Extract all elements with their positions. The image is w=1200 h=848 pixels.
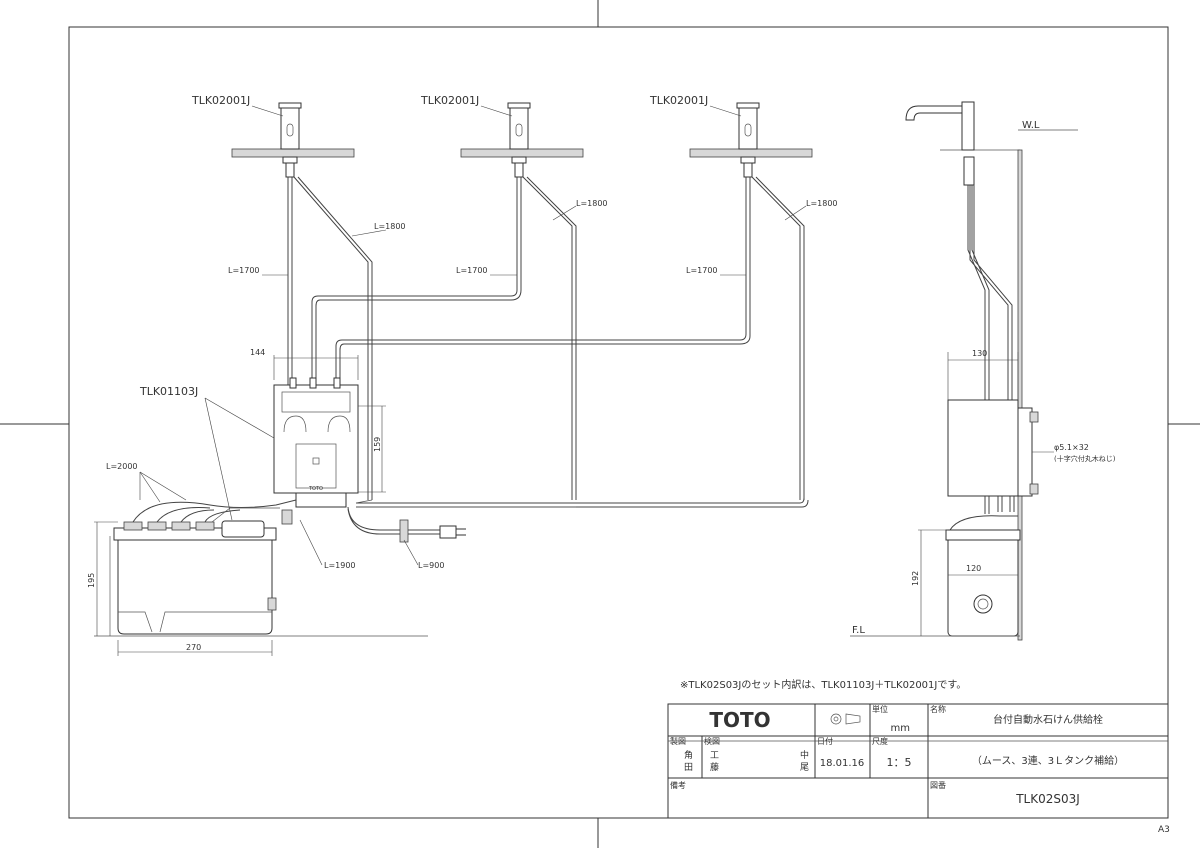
unit-label-cell: 単位: [872, 704, 888, 714]
date-label: 日付: [817, 736, 833, 746]
drawing-no-label: 図番: [930, 780, 946, 790]
hose-label-1700-1: L=1700: [228, 266, 260, 275]
dim-144: 144: [250, 348, 265, 357]
dim-270: 270: [186, 643, 201, 652]
faucet-label-2: TLK02001J: [420, 94, 479, 107]
scale-value: 1：5: [887, 756, 912, 769]
title-block: [667, 703, 1169, 819]
faucet-label-1: TLK02001J: [191, 94, 250, 107]
dim-120: 120: [966, 564, 981, 573]
unit-value: mm: [891, 723, 910, 734]
hose-label-1800-2: L=1800: [576, 199, 608, 208]
remarks-label: 備考: [670, 780, 686, 790]
soap-tank: [113, 499, 297, 635]
wl-label: W.L: [1022, 120, 1040, 131]
unit-label: TLK01103J: [139, 385, 198, 398]
hose-label-1700-3: L=1700: [686, 266, 718, 275]
product-subtitle: （ムース、3連、3Ｌタンク補給）: [972, 754, 1124, 767]
dim-195: 195: [87, 573, 96, 588]
faucet-1: [231, 102, 355, 178]
control-unit: TOTO: [273, 377, 359, 508]
power-cord: [347, 506, 466, 543]
drawn-by-1: 角: [684, 749, 693, 761]
sheet-size: A3: [1158, 825, 1170, 835]
hose-label-1900: L=1900: [324, 561, 356, 570]
date-value: 18.01.16: [820, 758, 865, 769]
drawing-number: TLK02S03J: [1015, 792, 1080, 806]
set-note: ※TLK02S03Jのセット内訳は、TLK01103J＋TLK02001Jです。: [680, 678, 966, 691]
dim-159: 159: [373, 437, 382, 452]
screw-label: φ5.1×32: [1054, 443, 1089, 452]
check-2: 藤: [710, 761, 719, 773]
check-label: 検図: [704, 736, 720, 746]
faucet-label-3: TLK02001J: [649, 94, 708, 107]
drawn-by-2: 田: [684, 762, 693, 773]
product-name: 台付自動水石けん供給栓: [993, 713, 1103, 726]
side-view: [850, 101, 1078, 641]
fl-label: F.L: [852, 625, 865, 636]
dimension-lines: [94, 352, 1054, 656]
hose-set-3: [335, 176, 805, 500]
dim-192: 192: [911, 571, 920, 586]
drawn-label: 製図: [670, 736, 686, 746]
hose-label-1800-3: L=1800: [806, 199, 838, 208]
hose-label-1700-2: L=1700: [456, 266, 488, 275]
leader-lines: [139, 205, 807, 566]
hose-label-900: L=900: [418, 561, 444, 570]
hose-set-1: [287, 176, 373, 500]
dim-130: 130: [972, 349, 987, 358]
screw-note: (十字穴付丸木ねじ): [1054, 454, 1116, 463]
drawing-frame: [68, 26, 1169, 819]
scale-label: 尺度: [872, 736, 888, 746]
hose-set-2: [311, 176, 577, 500]
check-1: 工: [710, 751, 719, 761]
hose-label-2000: L=2000: [106, 462, 138, 471]
check-4: 尾: [800, 762, 809, 773]
hose-label-1800-1: L=1800: [374, 222, 406, 231]
faucet-2: [460, 102, 584, 178]
check-3: 中: [800, 749, 809, 761]
name-label: 名称: [930, 704, 946, 714]
unit-brand-text: TOTO: [308, 486, 323, 492]
brand-logo: TOTO: [709, 708, 770, 732]
faucet-3: [689, 102, 813, 178]
